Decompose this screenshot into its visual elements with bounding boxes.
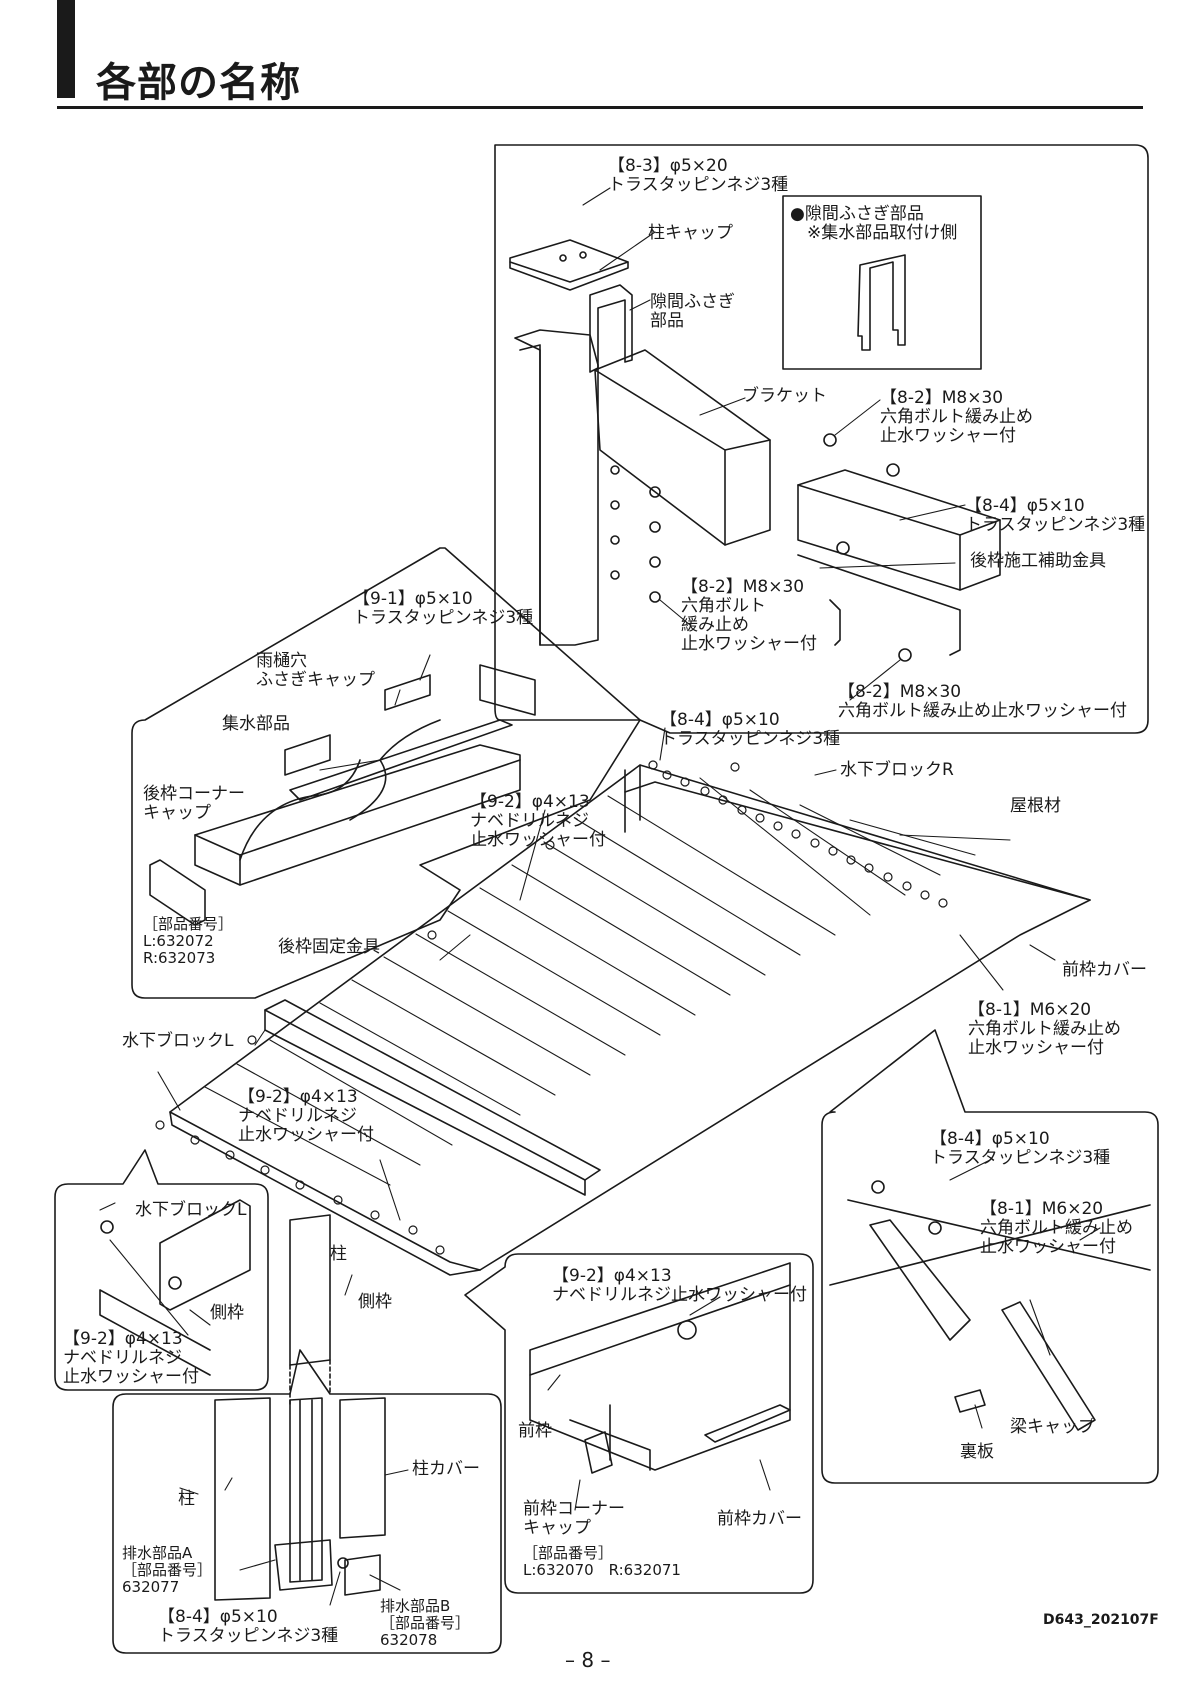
label-post-cover: 柱カバー	[412, 1459, 480, 1479]
label-screw-9-1: 【9-1】φ5×10 トラスタッピンネジ3種	[353, 589, 534, 628]
label-rear-fix: 後枠固定金具	[278, 937, 380, 957]
label-post-2: 柱	[178, 1489, 195, 1509]
label-gap-part-title: ●隙間ふさぎ部品 ※集水部品取付け側	[790, 204, 958, 243]
label-front-cover: 前枠カバー	[1062, 960, 1147, 980]
label-screw-8-4-c: 【8-4】φ5×10 トラスタッピンネジ3種	[930, 1129, 1111, 1168]
label-screw-8-3: 【8-3】φ5×20 トラスタッピンネジ3種	[608, 156, 789, 195]
label-inset-side: 側枠	[210, 1303, 244, 1323]
callout-post	[112, 1349, 502, 1654]
label-front-cover-2: 前枠カバー	[717, 1509, 802, 1529]
label-roof: 屋根材	[1010, 796, 1061, 816]
label-post: 柱	[330, 1244, 347, 1264]
label-rear-corner-cap: 後枠コーナー キャップ	[143, 784, 245, 823]
title-accent-bar	[57, 0, 75, 98]
label-block-r: 水下ブロックR	[840, 760, 954, 780]
page-title: 各部の名称	[96, 60, 301, 106]
label-inset-block-l: 水下ブロックL	[135, 1200, 247, 1220]
label-front-frame: 前枠	[518, 1421, 552, 1441]
inset-gap-part-box	[782, 195, 982, 370]
label-bolt-8-2-a: 【8-2】M8×30 六角ボルト緩み止め 止水ワッシャー付	[880, 388, 1033, 446]
label-screw-9-2-a: 【9-2】φ4×13 ナベドリルネジ 止水ワッシャー付	[470, 792, 606, 850]
callout-top-right	[494, 144, 1149, 734]
document-code: D643_202107F	[1043, 1612, 1159, 1628]
label-collector: 集水部品	[222, 714, 290, 734]
label-screw-8-4-d: 【8-4】φ5×10 トラスタッピンネジ3種	[158, 1607, 339, 1646]
label-back-plate: 裏板	[960, 1442, 994, 1462]
label-front-corner-cap: 前枠コーナー キャップ	[523, 1499, 625, 1538]
callout-right	[821, 1029, 1159, 1484]
label-beam-cap: 梁キャップ	[1010, 1417, 1095, 1437]
label-screw-9-2-b: 【9-2】φ4×13 ナベドリルネジ 止水ワッシャー付	[238, 1087, 374, 1145]
label-gutter-cap: 雨樋穴 ふさぎキャップ	[256, 651, 375, 690]
leader-lines	[99, 187, 1101, 1606]
label-drain-b: 排水部品B ［部品番号］ 632078	[380, 1597, 471, 1649]
label-bolt-8-1-b: 【8-1】M6×20 六角ボルト緩み止め 止水ワッシャー付	[980, 1199, 1133, 1257]
callout-left	[131, 547, 641, 999]
label-screw-9-2-c: 【9-2】φ4×13 ナベドリルネジ 止水ワッシャー付	[63, 1329, 199, 1387]
label-screw-8-4-a: 【8-4】φ5×10 トラスタッピンネジ3種	[965, 496, 1146, 535]
label-side-frame: 側枠	[358, 1292, 392, 1312]
label-bolt-8-2-b: 【8-2】M8×30 六角ボルト 緩み止め 止水ワッシャー付	[681, 577, 817, 654]
label-gap-part: 隙間ふさぎ 部品	[650, 292, 735, 331]
callout-front	[464, 1253, 814, 1594]
label-screw-9-2-d: 【9-2】φ4×13 ナベドリルネジ止水ワッシャー付	[552, 1266, 807, 1305]
label-part-no-front: ［部品番号］ L:632070 R:632071	[523, 1544, 681, 1579]
page-number: – 8 –	[565, 1648, 611, 1672]
label-screw-8-4-b: 【8-4】φ5×10 トラスタッピンネジ3種	[660, 710, 841, 749]
label-rear-aid: 後枠施工補助金具	[970, 551, 1106, 571]
label-drain-a: 排水部品A ［部品番号］ 632077	[122, 1544, 213, 1596]
label-part-no-rear: ［部品番号］ L:632072 R:632073	[143, 915, 234, 967]
label-post-cap: 柱キャップ	[648, 223, 733, 243]
roof-ribs	[204, 777, 1011, 1186]
label-bolt-8-2-c: 【8-2】M8×30 六角ボルト緩み止め止水ワッシャー付	[838, 682, 1127, 721]
screw-row	[155, 760, 948, 1255]
label-block-l: 水下ブロックL	[122, 1031, 234, 1051]
title-rule	[57, 106, 1143, 109]
callout-block-l	[54, 1149, 269, 1391]
label-bolt-8-1-a: 【8-1】M6×20 六角ボルト緩み止め 止水ワッシャー付	[968, 1000, 1121, 1058]
label-bracket: ブラケット	[742, 386, 827, 406]
